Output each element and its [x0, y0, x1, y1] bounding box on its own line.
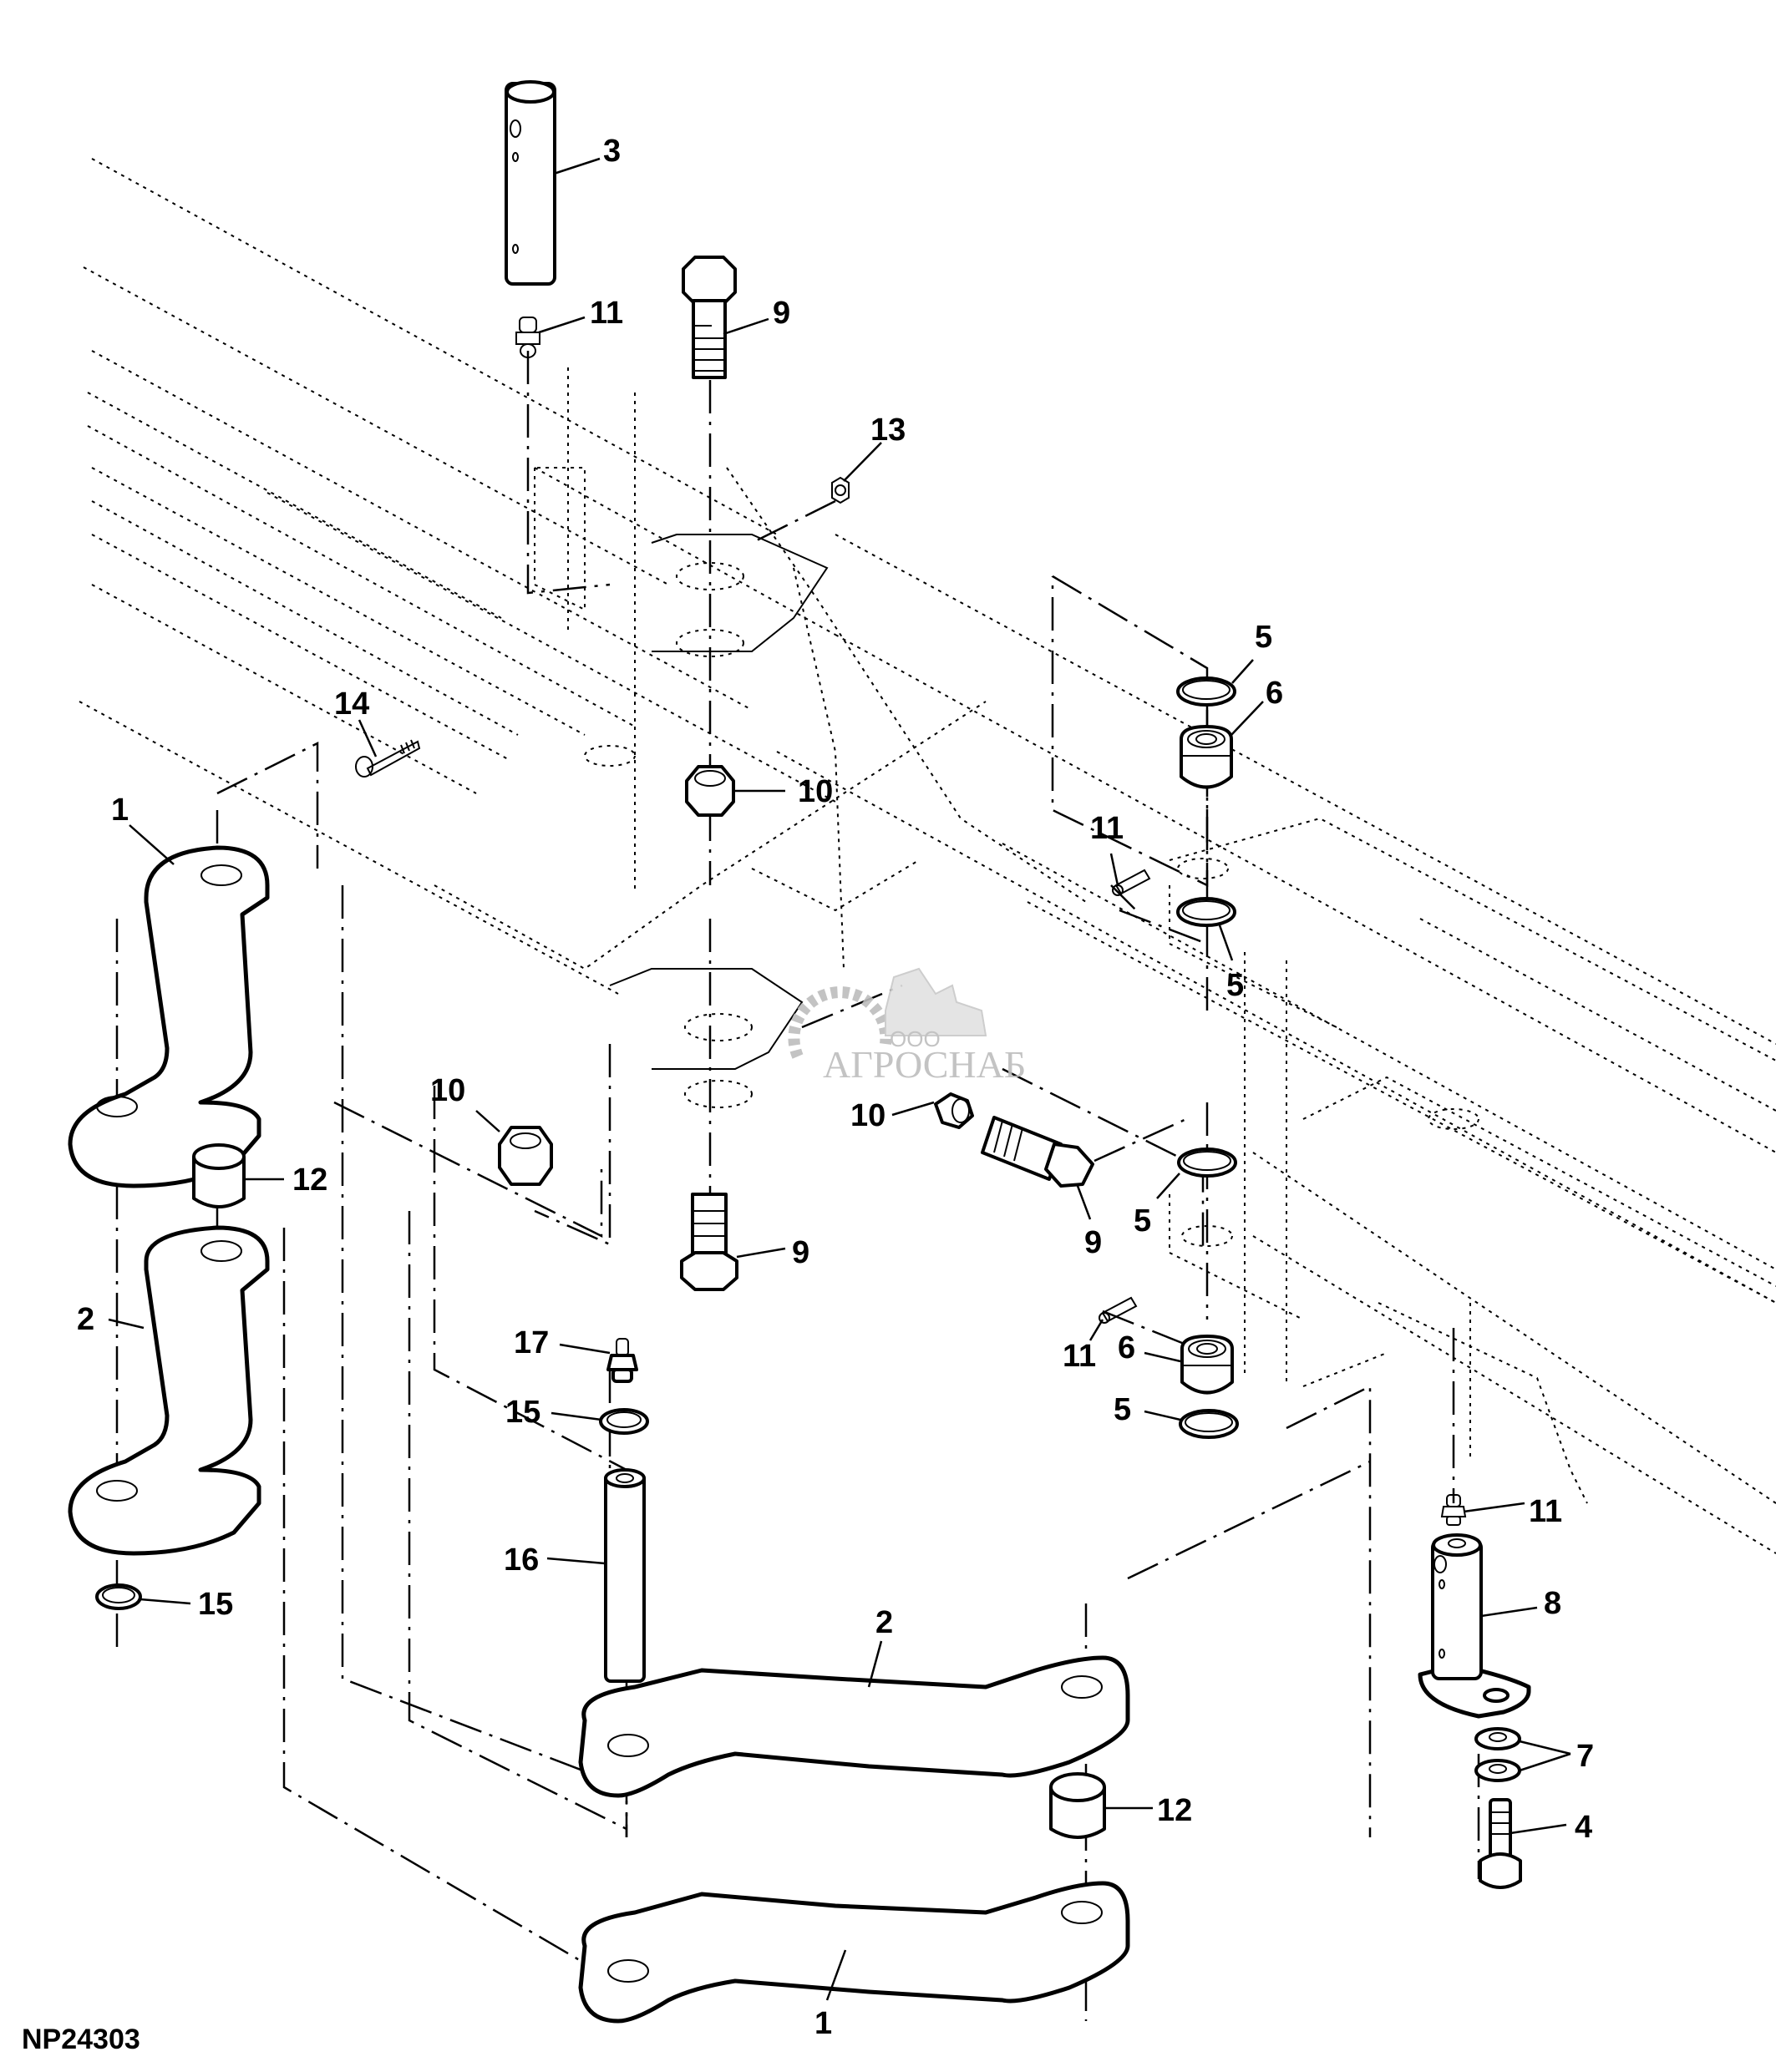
callout-15: 15 — [505, 1395, 540, 1430]
watermark: ООО АГРОСНАБ — [788, 967, 1026, 1086]
callout-11: 11 — [1529, 1494, 1562, 1529]
part-10-nut-right — [934, 1092, 974, 1129]
part-1-link-arm-left — [68, 845, 270, 1188]
callout-9: 9 — [1084, 1225, 1102, 1260]
watermark-name: АГРОСНАБ — [823, 1043, 1026, 1086]
gear-logo-icon — [788, 986, 892, 1059]
callout-labels: 3 11 9 13 5 6 14 10 1 11 5 10 10 12 9 5 … — [77, 134, 1594, 2041]
part-2-link-arm-lower — [578, 1655, 1130, 1798]
part-10-nut-left — [498, 1126, 553, 1186]
part-7-washer-upper — [1474, 1727, 1521, 1750]
callout-9: 9 — [792, 1235, 809, 1270]
part-9-bolt-lower — [680, 1193, 738, 1291]
part-17-grease-fitting — [606, 1338, 638, 1383]
part-2-link-arm-left — [68, 1225, 270, 1556]
part-14-bolt — [355, 739, 421, 778]
part-9-bolt-top — [682, 256, 737, 379]
callout-14: 14 — [334, 686, 369, 722]
part-16-pin — [604, 1468, 646, 1683]
callout-5: 5 — [1134, 1203, 1151, 1239]
callout-10: 10 — [850, 1098, 885, 1133]
part-15-snap-ring-center — [599, 1408, 649, 1435]
callout-5: 5 — [1114, 1392, 1131, 1427]
callout-10: 10 — [798, 774, 833, 809]
part-10-nut-center — [685, 765, 735, 817]
callout-16: 16 — [504, 1543, 539, 1578]
callout-4: 4 — [1575, 1810, 1592, 1845]
part-3-pin — [505, 80, 556, 286]
part-12-spacer-lower — [1049, 1772, 1106, 1839]
center-bracket — [609, 534, 829, 1070]
part-11-grease-fitting-right-lower — [1099, 1296, 1138, 1324]
callout-10: 10 — [430, 1073, 465, 1108]
callout-6: 6 — [1266, 676, 1283, 711]
part-4-cap-screw — [1479, 1798, 1522, 1889]
part-6-bushing-upper — [1180, 725, 1233, 789]
callout-6: 6 — [1118, 1330, 1135, 1365]
callout-5: 5 — [1226, 968, 1244, 1003]
combine-harvester-icon — [885, 967, 987, 1036]
part-9-bolt-right — [981, 1116, 1094, 1188]
callout-11: 11 — [590, 296, 623, 331]
callout-5: 5 — [1255, 620, 1272, 655]
callout-12: 12 — [292, 1163, 327, 1198]
callout-17: 17 — [514, 1325, 549, 1360]
callout-12: 12 — [1157, 1793, 1192, 1828]
callout-8: 8 — [1544, 1586, 1561, 1621]
part-13-nut — [831, 476, 850, 504]
leader-lines — [108, 157, 1571, 2001]
part-8-pivot-pin — [1418, 1533, 1531, 1719]
callout-9: 9 — [773, 296, 790, 331]
part-5-snap-ring-lower-upper — [1177, 1147, 1237, 1178]
callout-2: 2 — [875, 1605, 893, 1640]
part-5-snap-ring-mid — [1176, 897, 1236, 927]
part-11-grease-fitting-top — [515, 317, 540, 358]
figure-id: NP24303 — [22, 2024, 140, 2055]
callout-11: 11 — [1090, 811, 1124, 846]
part-5-snap-ring-bottom — [1179, 1409, 1239, 1439]
callout-7: 7 — [1576, 1739, 1594, 1774]
callout-11: 11 — [1063, 1339, 1096, 1374]
part-5-snap-ring-upper — [1176, 676, 1236, 707]
callout-15: 15 — [198, 1587, 233, 1622]
frame-hidden-lines — [79, 158, 1776, 1554]
part-12-spacer-left — [192, 1143, 246, 1208]
watermark-prefix: ООО — [890, 1026, 941, 1051]
callout-3: 3 — [603, 134, 621, 169]
callout-13: 13 — [870, 413, 906, 448]
callout-1: 1 — [814, 2006, 832, 2041]
part-1-link-arm-bottom — [578, 1881, 1130, 2024]
part-11-grease-fitting-pivot — [1440, 1494, 1467, 1526]
callout-1: 1 — [111, 793, 129, 828]
part-15-snap-ring-left — [95, 1583, 142, 1610]
part-6-bushing-lower — [1180, 1335, 1234, 1395]
part-7-washer-lower — [1474, 1759, 1521, 1782]
callout-2: 2 — [77, 1302, 94, 1337]
